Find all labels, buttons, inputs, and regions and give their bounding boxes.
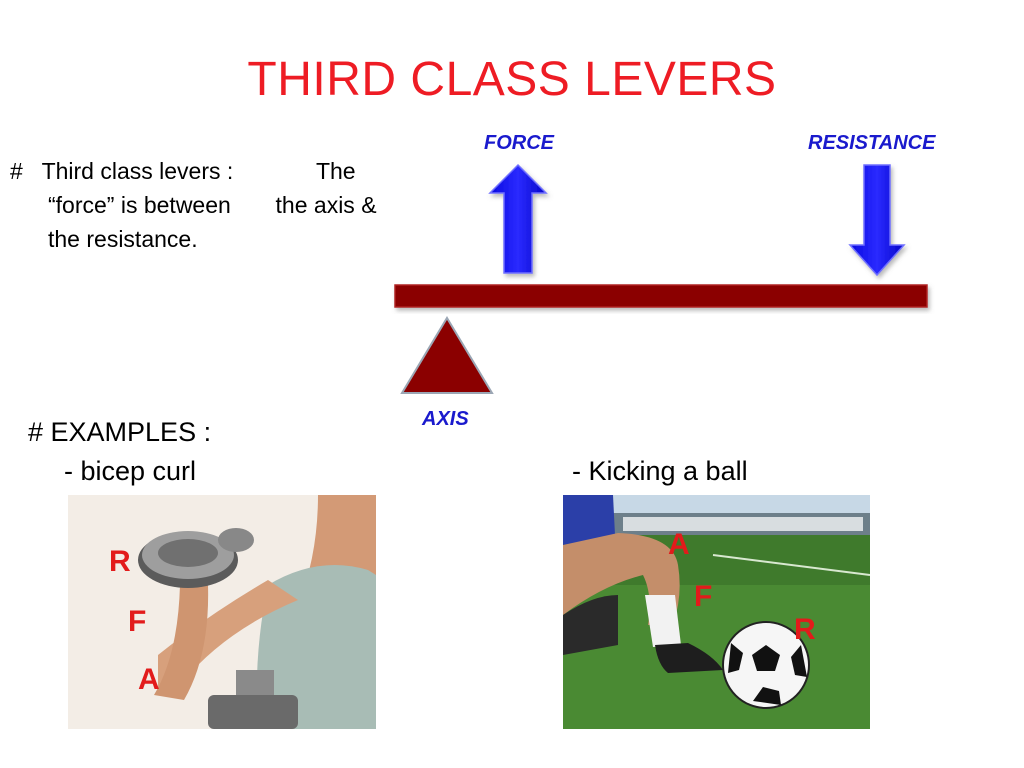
axis-label: AXIS xyxy=(422,408,469,430)
force-label: FORCE xyxy=(484,132,554,154)
bullet-marker: # xyxy=(10,158,23,184)
lever-bar xyxy=(394,284,928,308)
resistance-arrow-down-icon xyxy=(848,164,906,277)
slide-title: THIRD CLASS LEVERS xyxy=(247,53,777,106)
fulcrum-triangle xyxy=(400,316,494,394)
kick-label-a: A xyxy=(668,528,690,561)
bicep-label-a: A xyxy=(138,663,160,696)
example-bicep-curl: - bicep curl xyxy=(64,456,197,486)
definition-line2-right: the axis & xyxy=(275,192,377,218)
force-arrow-up-icon xyxy=(488,163,548,274)
examples-heading: # EXAMPLES : xyxy=(28,417,212,447)
kick-label-f: F xyxy=(694,580,713,613)
bicep-curl-photo xyxy=(68,495,376,729)
lever-diagram xyxy=(394,163,928,394)
kicking-ball-photo xyxy=(563,495,870,729)
bicep-label-r: R xyxy=(109,545,131,578)
definition-line3: the resistance. xyxy=(48,226,198,252)
definition-line2-left: “force” is between xyxy=(48,192,231,218)
definition-line1-left: Third class levers : xyxy=(41,158,234,184)
definition-line1-right: The xyxy=(315,158,356,184)
kick-label-r: R xyxy=(794,613,816,646)
bicep-label-f: F xyxy=(128,605,147,638)
resistance-label: RESISTANCE xyxy=(808,132,936,154)
definition-text: # Third class levers : The “force” is be… xyxy=(10,154,377,256)
example-kicking-ball: - Kicking a ball xyxy=(572,456,748,486)
